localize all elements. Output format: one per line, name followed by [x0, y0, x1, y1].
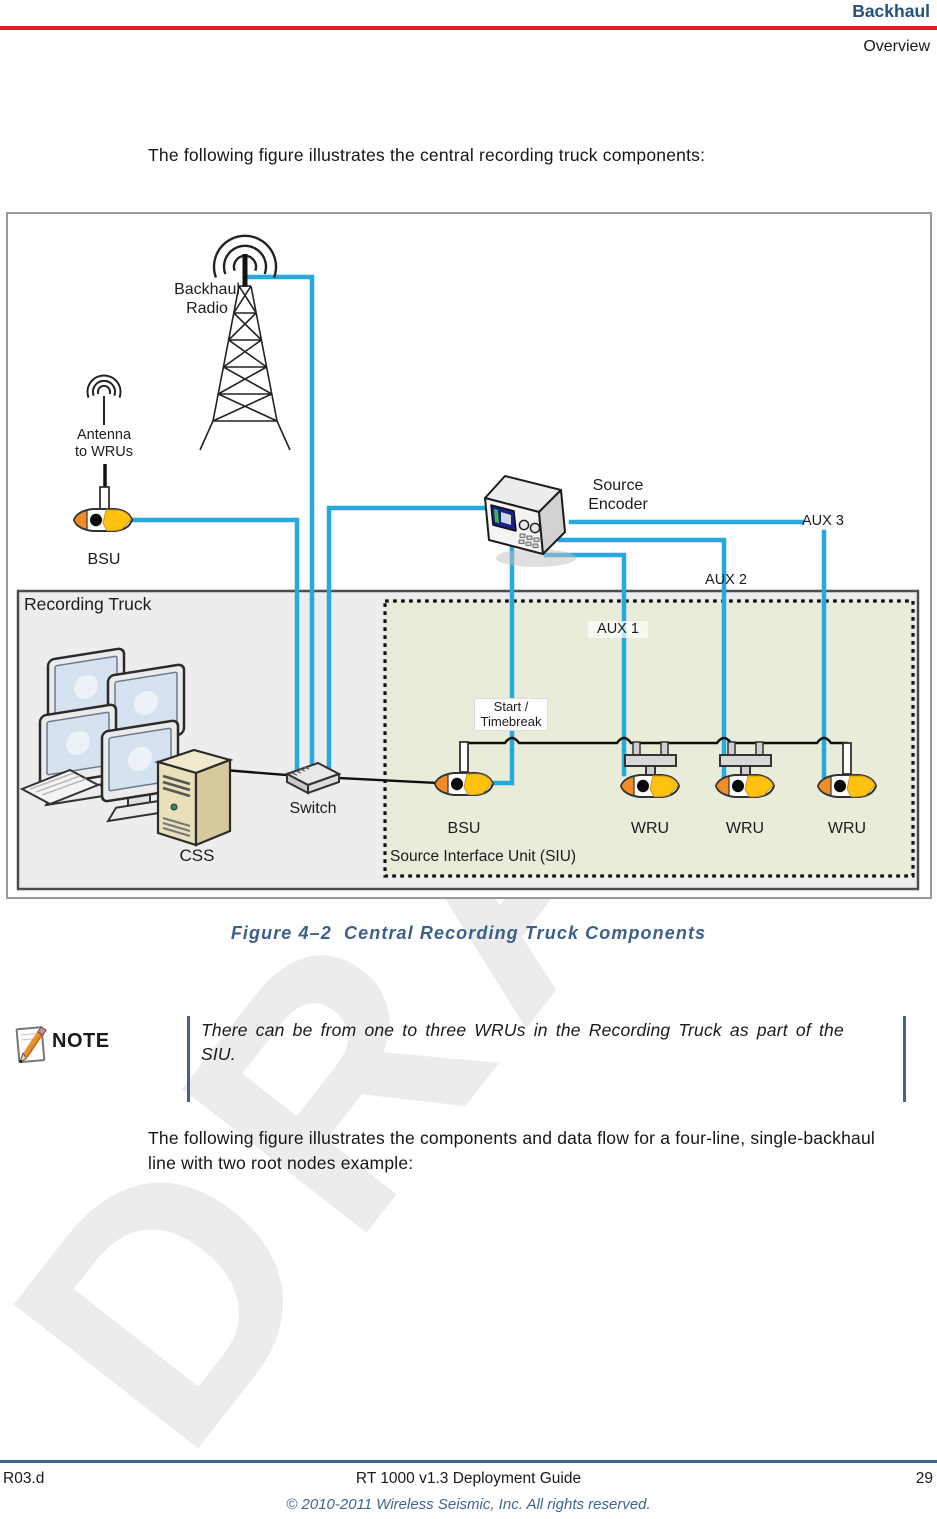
header-red-rule	[0, 26, 937, 30]
switch-to-bsu-cable	[336, 776, 440, 785]
antenna-waves-icon	[86, 374, 122, 398]
closing-paragraph: The following figure illustrates the com…	[148, 1128, 875, 1173]
intro-paragraph: The following figure illustrates the cen…	[148, 145, 706, 165]
start-timebreak-cable	[486, 544, 515, 786]
css-label: CSS	[179, 846, 215, 865]
aux3-label: AUX 3	[802, 513, 844, 529]
bsu-siu-device	[434, 772, 494, 796]
note-right-rule	[903, 1016, 906, 1102]
css-tower	[154, 748, 234, 847]
css-workstation	[19, 647, 234, 847]
aux2-cable	[557, 537, 727, 779]
bsu-siu-label: BSU	[447, 820, 481, 837]
black-cables	[222, 736, 849, 785]
wru1-device	[620, 774, 680, 798]
siu-string-cable	[462, 736, 849, 748]
recording-truck-label: Recording Truck	[24, 594, 152, 614]
footer-copyright: © 2010-2011 Wireless Seismic, Inc. All r…	[286, 1496, 651, 1513]
wru2-device	[715, 774, 775, 798]
blue-cables	[130, 274, 827, 786]
bsu-outside-device	[73, 508, 133, 532]
backhaul-radio-label: Backhaul Radio	[174, 281, 240, 317]
bsu-outside-label: BSU	[87, 551, 121, 568]
note-text: There can be from one to three WRUs in t…	[201, 1020, 844, 1064]
start-timebreak-label: Start / Timebreak	[474, 698, 548, 731]
wru1-label: WRU	[630, 820, 670, 837]
header-section-title: Backhaul	[852, 1, 930, 21]
tower-lattice	[199, 285, 291, 451]
footer-doc-rev: R03.d	[3, 1470, 45, 1487]
wru3-device	[817, 774, 877, 798]
encoder-switch-cable	[326, 505, 488, 772]
aux1-label: AUX 1	[588, 621, 648, 639]
note-heading: NOTE	[52, 1030, 110, 1052]
siu-devices	[434, 741, 877, 798]
antenna-to-wrus-label: Antenna to WRUs	[75, 427, 133, 461]
footer-doc-title: RT 1000 v1.3 Deployment Guide	[355, 1470, 582, 1487]
wru3-label: WRU	[827, 820, 867, 837]
header-subsection: Overview	[863, 38, 930, 55]
source-encoder-device	[484, 475, 576, 567]
tower-cable	[244, 274, 315, 773]
antenna-to-wrus-group	[73, 374, 133, 532]
backhaul-radio-tower	[199, 234, 291, 451]
wru2-label: WRU	[725, 820, 765, 837]
switch-device	[284, 761, 342, 795]
footer-page-number: 29	[915, 1470, 933, 1487]
footer-rule	[0, 1460, 937, 1463]
note-left-rule	[187, 1016, 190, 1102]
figure-4-2: Backhaul Radio Antenna to WRUs BSU Sourc…	[6, 212, 932, 899]
css-to-switch-cable	[222, 768, 288, 777]
figure-caption: Figure 4–2 Central Recording Truck Compo…	[230, 923, 707, 943]
siu-label: Source Interface Unit (SIU)	[390, 848, 577, 865]
source-encoder-label: Source Encoder	[588, 477, 648, 513]
bsu-left-cable	[130, 517, 300, 774]
figure-graphic	[16, 234, 920, 891]
switch-label: Switch	[289, 800, 337, 817]
keyboard	[19, 768, 101, 806]
aux2-label: AUX 2	[705, 572, 747, 588]
note-icon	[13, 1024, 51, 1071]
